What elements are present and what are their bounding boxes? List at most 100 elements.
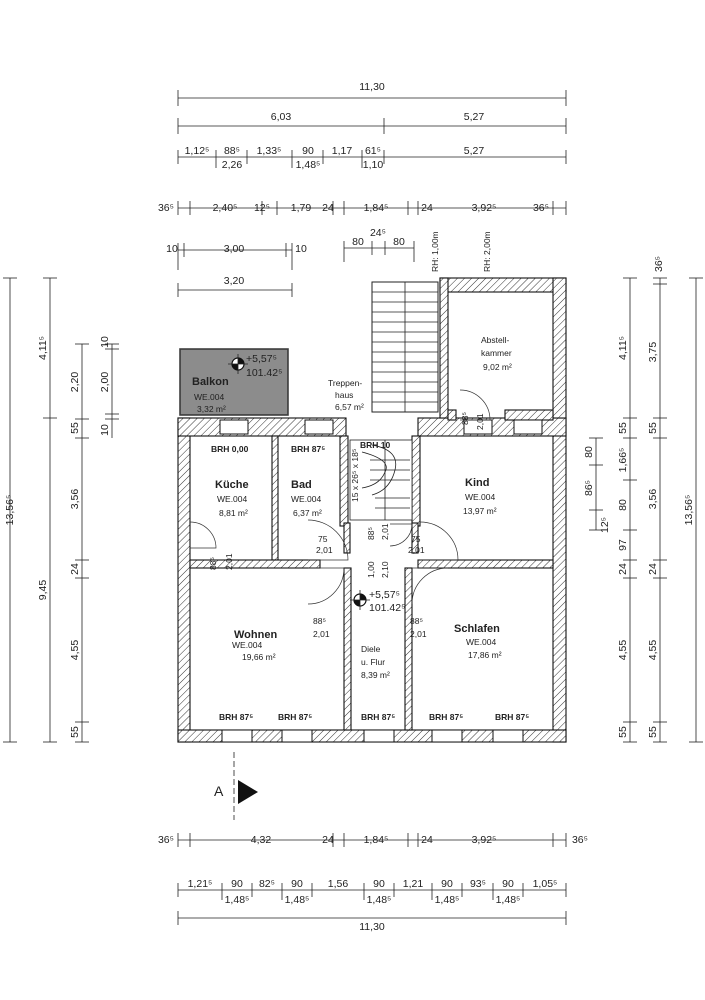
wohnen-area: 19,66 m² bbox=[242, 652, 276, 662]
dim-bottom-row2-9: 93⁵ bbox=[470, 878, 486, 890]
bottom-dimension-chains: 36⁵ 4,32 24 1,84⁵ 24 3,92⁵ 36⁵ 1,21⁵ 90 … bbox=[158, 833, 588, 933]
door-wohnen-w: 88⁵ bbox=[313, 616, 326, 626]
level-mid-abs: 101.42⁵ bbox=[369, 602, 405, 614]
dim-top-row3-1: 1,12⁵ bbox=[185, 145, 210, 157]
level-mid-value: +5,57⁵ bbox=[369, 589, 400, 601]
brh-schlafen-2: BRH 87⁵ bbox=[495, 712, 529, 722]
staircase-flight bbox=[371, 281, 439, 413]
abstellkammer-area: 9,02 m² bbox=[483, 362, 512, 372]
dim-right-mid-55: 55 bbox=[647, 422, 659, 434]
dim-bottom-row1-5: 24 bbox=[421, 834, 433, 846]
dim-right-1-66: 1,66⁵ bbox=[617, 448, 629, 473]
balkon-name: Balkon bbox=[192, 376, 229, 388]
dim-right-55-top: 55 bbox=[617, 422, 629, 434]
treppenhaus-name-1: Treppen- bbox=[328, 378, 362, 388]
right-dimension-chains: 13,56⁵ 4,11⁵ 55 1,66⁵ 80 97 24 4,55 55 3… bbox=[583, 256, 703, 743]
door-diele-h: 2,10 bbox=[380, 561, 390, 578]
dim-bottom-row1-6: 3,92⁵ bbox=[472, 834, 497, 846]
windows bbox=[219, 419, 543, 743]
diele-name-1: Diele bbox=[361, 644, 381, 654]
door-stair-h: 2,01 bbox=[380, 523, 390, 540]
diele-area: 8,39 m² bbox=[361, 670, 390, 680]
dim-right-mid-55b: 55 bbox=[647, 726, 659, 738]
dim-stair-80-left: 80 bbox=[352, 236, 364, 248]
dim-bottom-row1-2: 4,32 bbox=[251, 834, 272, 846]
inner-stair bbox=[349, 439, 413, 521]
dim-left-2-00: 2,00 bbox=[99, 372, 111, 393]
section-label: A bbox=[214, 783, 224, 799]
dim-right-small-80: 80 bbox=[583, 446, 595, 458]
dim-left-4-55: 4,55 bbox=[69, 640, 81, 661]
dim-bottom-row2-sub-2: 1,48⁵ bbox=[285, 894, 310, 906]
level-marker-top bbox=[228, 354, 248, 374]
dim-right-97: 97 bbox=[617, 539, 629, 551]
kueche-unit: WE.004 bbox=[217, 494, 248, 504]
dim-balcony-10-right: 10 bbox=[295, 243, 307, 255]
dim-bottom-row1-7: 36⁵ bbox=[572, 834, 588, 846]
brh-diele: BRH 87⁵ bbox=[361, 712, 395, 722]
level-top-value: +5,57⁵ bbox=[246, 353, 277, 365]
stair-spec: 15 x 26⁵ x 18⁵ bbox=[350, 449, 360, 502]
wohnen-unit: WE.004 bbox=[232, 640, 263, 650]
dim-left-2-20: 2,20 bbox=[69, 372, 81, 393]
dim-top-row4-4: 1,79 bbox=[291, 202, 312, 214]
kueche-area: 8,81 m² bbox=[219, 508, 248, 518]
dim-right-mid-3-75: 3,75 bbox=[647, 342, 659, 363]
dim-right-55-bottom: 55 bbox=[617, 726, 629, 738]
dim-top-row4-9: 36⁵ bbox=[533, 202, 549, 214]
dim-top-total: 11,30 bbox=[359, 81, 385, 93]
dim-top-row3-2: 88⁵ bbox=[224, 145, 240, 157]
dim-bottom-row2-3: 82⁵ bbox=[259, 878, 275, 890]
door-kueche-w: 88⁵ bbox=[208, 557, 218, 570]
left-dimension-chains: 13,56⁵ 4,11⁵ 9,45 2,20 55 3,56 24 4,55 5… bbox=[3, 277, 119, 743]
schlafen-unit: WE.004 bbox=[466, 637, 497, 647]
dim-bottom-row2-sub-5: 1,48⁵ bbox=[496, 894, 521, 906]
dim-left-3-56: 3,56 bbox=[69, 489, 81, 510]
dim-right-small-12: 12⁵ bbox=[599, 517, 611, 533]
dim-balcony-3-00: 3,00 bbox=[224, 243, 245, 255]
dim-right-24: 24 bbox=[617, 563, 629, 575]
dim-top-row3-5: 1,17 bbox=[332, 145, 353, 157]
dim-left-outer-1: 4,11⁵ bbox=[37, 336, 49, 360]
dim-bottom-row2-7: 1,21 bbox=[403, 878, 424, 890]
dim-top-row4-7: 24 bbox=[421, 202, 433, 214]
dim-left-55-top: 55 bbox=[69, 422, 81, 434]
dim-right-total: 13,56⁵ bbox=[683, 495, 695, 526]
dim-right-4-55: 4,55 bbox=[617, 640, 629, 661]
dim-balcony-10-left: 10 bbox=[166, 243, 178, 255]
diele-name-2: u. Flur bbox=[361, 657, 385, 667]
balkon-unit: WE.004 bbox=[194, 392, 225, 402]
dim-top-row3-sub-1: 2,26 bbox=[222, 159, 243, 171]
dim-left-10-top: 10 bbox=[99, 336, 111, 348]
rh-2: RH: 2,00m bbox=[482, 231, 492, 272]
brh-wohnen-1: BRH 87⁵ bbox=[219, 712, 253, 722]
bad-area: 6,37 m² bbox=[293, 508, 322, 518]
bad-name: Bad bbox=[291, 479, 312, 491]
dim-bottom-row2-sub-4: 1,48⁵ bbox=[435, 894, 460, 906]
dim-top-row2-b: 5,27 bbox=[464, 111, 485, 123]
dim-top-row4-3: 12⁵ bbox=[254, 202, 270, 214]
treppenhaus-name-2: haus bbox=[335, 390, 353, 400]
door-schlafen-h: 2,01 bbox=[410, 629, 427, 639]
dim-top-row3-sub-2: 1,48⁵ bbox=[296, 159, 321, 171]
dim-right-mid-3-56: 3,56 bbox=[647, 489, 659, 510]
abstellkammer-name-2: kammer bbox=[481, 348, 512, 358]
schlafen-name: Schlafen bbox=[454, 623, 500, 635]
brh-wohnen-2: BRH 87⁵ bbox=[278, 712, 312, 722]
top-dimension-chains: 11,30 6,03 5,27 1,12⁵ 88⁵ 1,33⁵ 90 1,17 … bbox=[158, 81, 567, 297]
door-stair-w: 88⁵ bbox=[366, 527, 376, 540]
dim-bottom-row2-sub-3: 1,48⁵ bbox=[367, 894, 392, 906]
dim-left-24: 24 bbox=[69, 563, 81, 575]
dim-right-mid-4-55: 4,55 bbox=[647, 640, 659, 661]
dim-stair-80-right: 80 bbox=[393, 236, 405, 248]
dim-bottom-row2-2: 90 bbox=[231, 878, 243, 890]
treppenhaus-area: 6,57 m² bbox=[335, 402, 364, 412]
dim-top-row3-3: 1,33⁵ bbox=[257, 145, 282, 157]
section-marker: A bbox=[214, 780, 258, 804]
dim-stair-24: 24⁵ bbox=[370, 227, 386, 239]
dim-top-row4-5: 24 bbox=[322, 202, 334, 214]
door-kind-h: 2,01 bbox=[408, 545, 425, 555]
brh-stair: BRH 10 bbox=[360, 440, 391, 450]
kind-area: 13,97 m² bbox=[463, 506, 497, 516]
balkon-area: 3,32 m² bbox=[197, 404, 226, 414]
